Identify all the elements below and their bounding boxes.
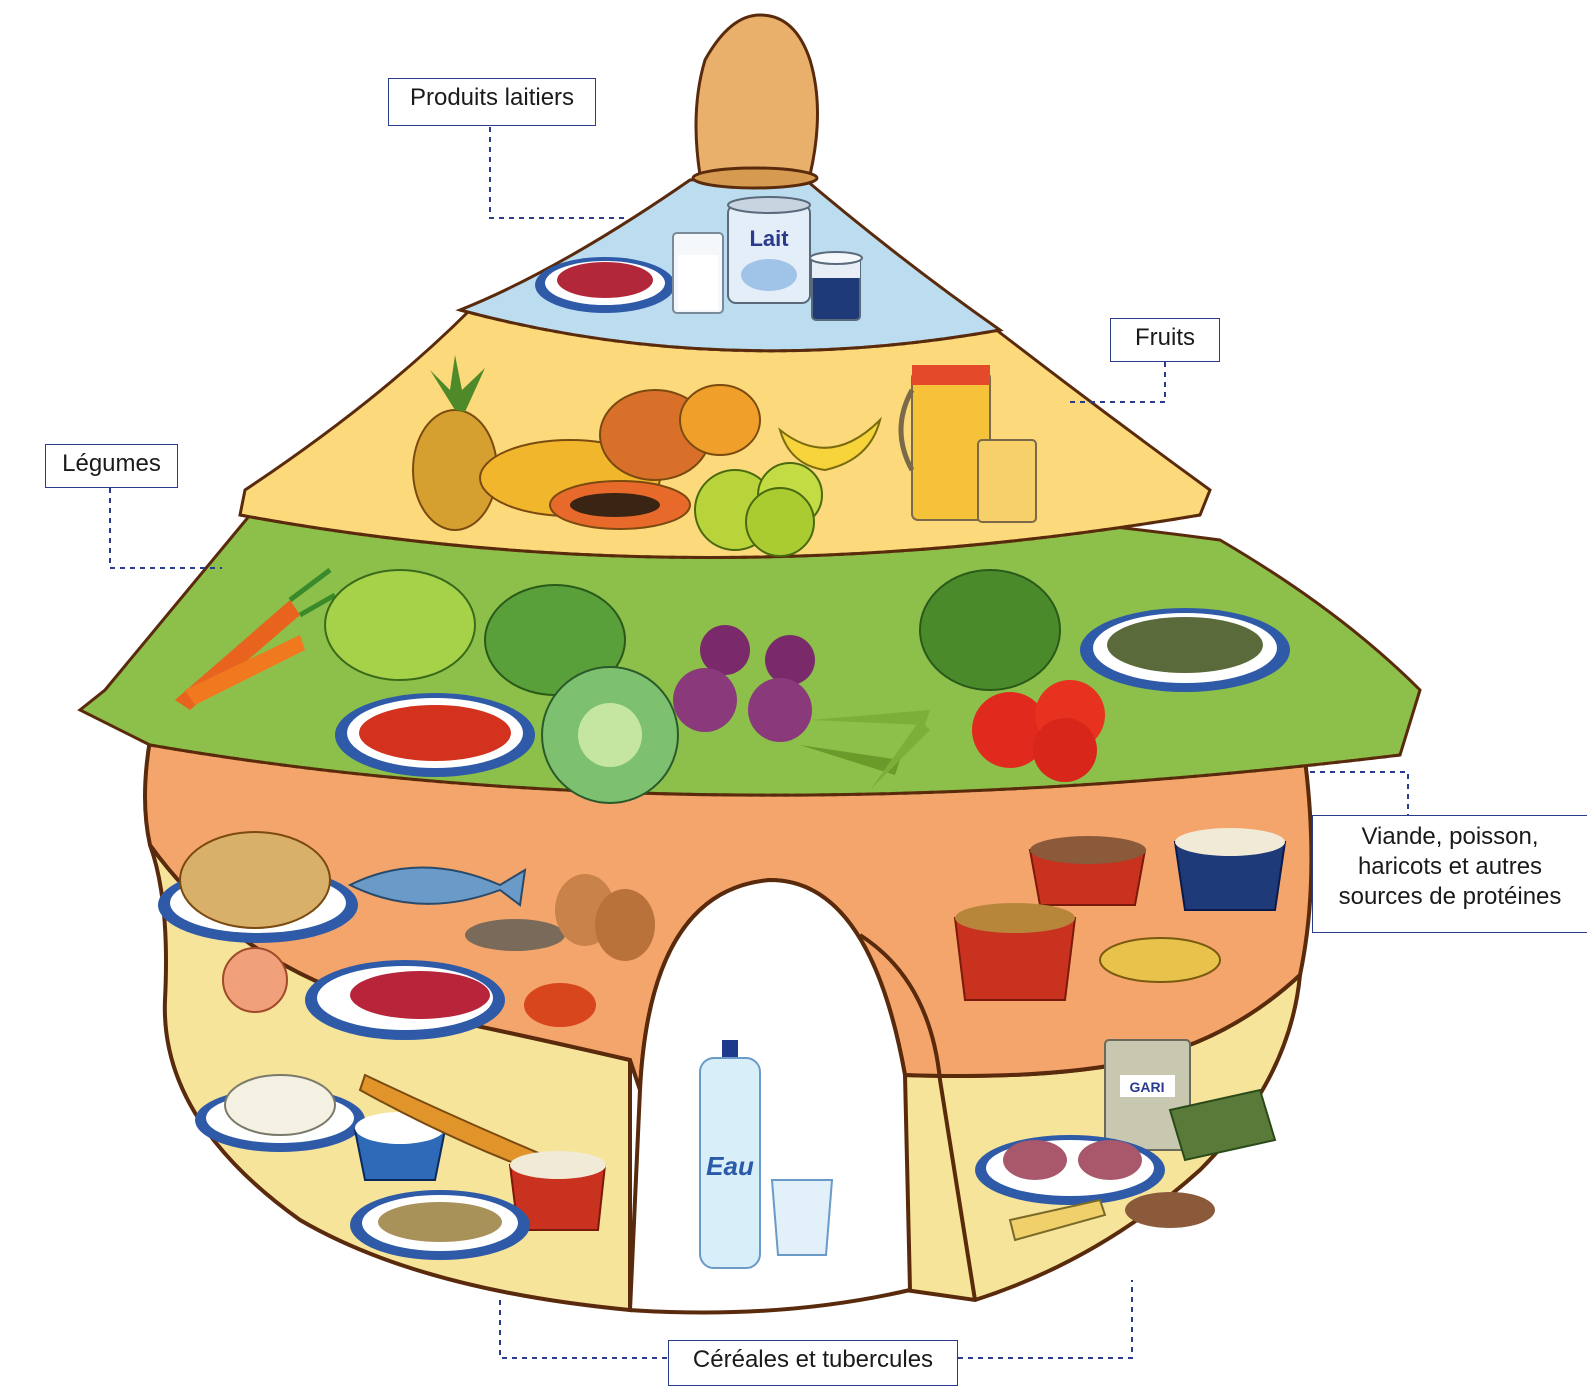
proteins-label: Viande, poisson, haricots et autres sour… <box>1312 815 1587 933</box>
cabbage <box>542 667 678 803</box>
gari-bag-label: GARI <box>1130 1079 1165 1095</box>
oranges <box>695 463 822 556</box>
juice-jug <box>901 365 990 520</box>
vegetables-leader <box>110 488 222 568</box>
proteins-leader <box>1310 772 1408 815</box>
water-bottle: Eau <box>700 1040 760 1268</box>
milk-can: Lait <box>728 197 810 303</box>
cereals-label: Céréales et tubercules <box>668 1340 958 1386</box>
crab <box>524 983 596 1027</box>
dairy-leader <box>490 127 625 218</box>
juice-glass <box>978 440 1036 522</box>
proteins-label-line-3: sources de protéines <box>1319 882 1581 912</box>
shrimp <box>223 948 287 1012</box>
lettuce <box>325 570 475 680</box>
fufu-plate <box>975 1135 1165 1205</box>
yogurt-cup <box>810 252 862 320</box>
spaghetti-plate <box>350 1190 530 1260</box>
herbs <box>920 570 1060 690</box>
meat-platter <box>305 960 505 1040</box>
dairy-label: Produits laitiers <box>388 78 596 126</box>
white-bowl <box>1175 828 1285 910</box>
water-glass <box>772 1180 832 1255</box>
proteins-label-line-1: Viande, poisson, <box>1319 822 1581 852</box>
hut-finial <box>696 15 818 175</box>
proteins-label-line-2: haricots et autres <box>1319 852 1581 882</box>
milk-can-label: Lait <box>749 226 789 251</box>
tomato-sauce-bowl <box>335 693 535 777</box>
meat-plate <box>535 257 675 313</box>
groundnuts <box>1100 938 1220 982</box>
vegetables-label: Légumes <box>45 444 178 488</box>
stew-plate <box>1080 608 1290 692</box>
milk-glass <box>673 233 723 313</box>
water-bottle-label: Eau <box>706 1151 754 1181</box>
fruits-label: Fruits <box>1110 318 1220 362</box>
dried-fish <box>465 919 565 951</box>
